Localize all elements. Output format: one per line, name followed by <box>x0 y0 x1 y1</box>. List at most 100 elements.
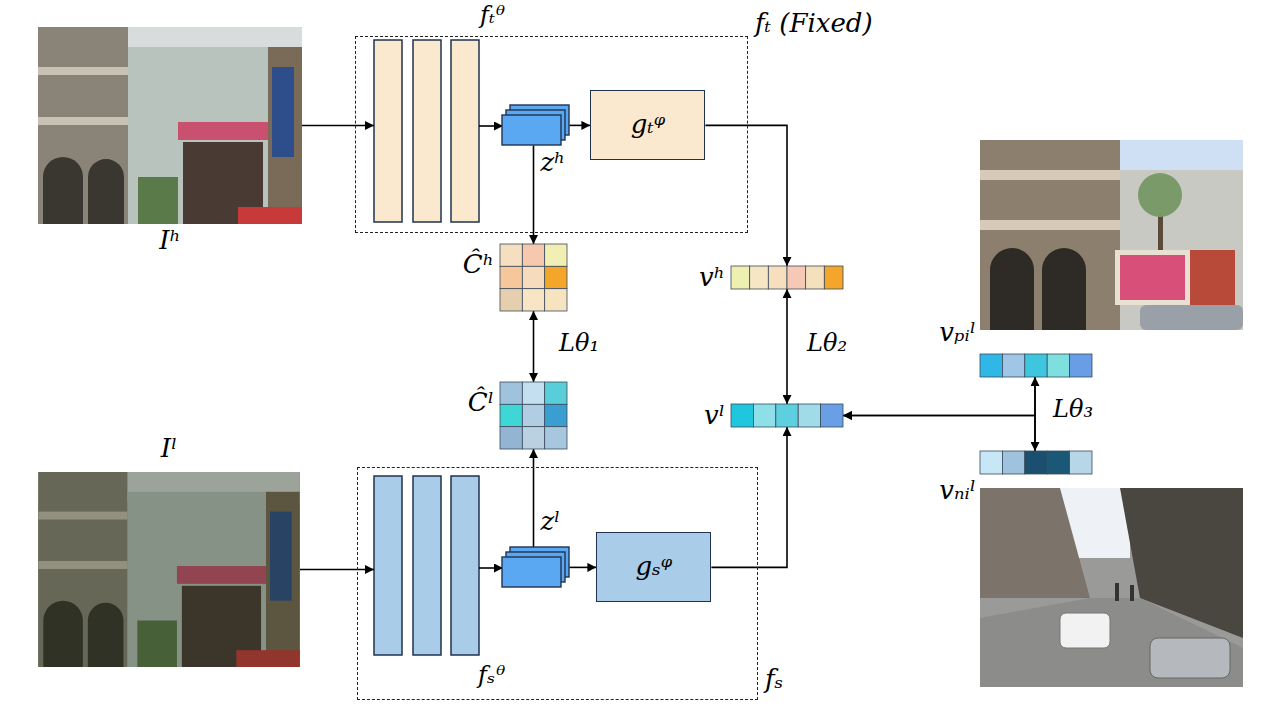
matrix-cell <box>522 244 544 266</box>
photo-ground <box>980 488 1243 687</box>
matrix-cells <box>500 244 567 311</box>
matrix-cells <box>980 451 1092 474</box>
matrix-cell <box>545 382 567 404</box>
connector-arrow <box>302 125 374 127</box>
matrix-node: Ĉʰ <box>500 244 567 311</box>
photo-building <box>980 488 1090 598</box>
node-label: zʰ <box>540 148 565 178</box>
photo-building <box>980 140 1120 330</box>
matrix-cell <box>500 266 522 288</box>
teacher-layer <box>451 40 479 222</box>
matrix-cells <box>500 382 567 449</box>
node-label: gₛᵠ <box>635 552 672 582</box>
loss-label: Lθ₃ <box>1050 396 1096 424</box>
matrix-cell <box>500 427 522 449</box>
photo-car <box>1150 638 1230 678</box>
matrix-cell <box>522 289 544 311</box>
photo-billboard <box>1190 250 1235 310</box>
matrix-cell <box>806 266 825 289</box>
matrix-cell <box>500 289 522 311</box>
photo-arch <box>1042 248 1086 330</box>
matrix-cell <box>1047 451 1069 474</box>
network-label: fₜᶿ <box>480 2 506 30</box>
photo-arch <box>990 248 1034 330</box>
matrix-cells <box>980 354 1092 377</box>
connector-arrow <box>843 416 1035 452</box>
photo-sky <box>1120 140 1243 170</box>
student-layer <box>413 476 441 655</box>
loss-label: Lθ₂ <box>804 330 850 358</box>
photo-balcony <box>980 170 1120 180</box>
matrix-cell <box>522 382 544 404</box>
layer-arrow <box>479 567 503 569</box>
matrix-cell <box>731 404 753 427</box>
matrix-cell <box>545 244 567 266</box>
matrix-cell <box>500 404 522 426</box>
matrix-cell <box>798 404 820 427</box>
connector-arrow <box>533 449 535 547</box>
matrix-cell <box>753 404 775 427</box>
matrix-cell <box>731 266 750 289</box>
matrix-cell <box>776 404 798 427</box>
network-group: fₜ (Fixed)zʰgₜᵠ <box>355 36 748 233</box>
matrix-node: vₚᵢˡ <box>980 354 1092 377</box>
negative-photo <box>980 488 1243 687</box>
photo-person <box>1130 585 1134 601</box>
matrix-cell <box>545 289 567 311</box>
matrix-node: vʰ <box>731 266 843 289</box>
projection-head: gₛᵠ <box>596 532 711 602</box>
connector-arrow <box>569 567 596 569</box>
feature-map <box>502 105 569 145</box>
matrix-cell <box>980 354 1002 377</box>
matrix-cell <box>522 427 544 449</box>
network-group: fₛzˡgₛᵠ <box>357 467 758 700</box>
street-photo <box>38 27 302 224</box>
photo-person <box>1115 583 1119 601</box>
node-label: vʰ <box>699 263 725 293</box>
node-label: Iˡ <box>161 434 178 464</box>
photo-tree <box>1138 173 1182 217</box>
feature-map-channel <box>502 115 561 145</box>
connector-arrow <box>569 125 590 127</box>
node-label: Ĉˡ <box>468 388 494 418</box>
node-label: vₚᵢˡ <box>939 318 976 348</box>
node-label: gₜᵠ <box>631 110 666 140</box>
photo-car <box>1140 305 1243 330</box>
node-label: zˡ <box>540 507 560 537</box>
network-label: fₛᶿ <box>478 662 506 690</box>
matrix-cells <box>731 266 843 289</box>
image-node: Iˡ <box>38 472 300 667</box>
matrix-cell <box>1025 451 1047 474</box>
feature-map <box>502 547 569 587</box>
student-layer <box>374 476 402 655</box>
matrix-cells <box>731 404 843 427</box>
node-label: vₙᵢˡ <box>939 476 976 506</box>
matrix-cell <box>1070 354 1092 377</box>
matrix-cell <box>750 266 769 289</box>
matrix-cell <box>787 266 806 289</box>
matrix-cell <box>980 451 1002 474</box>
feature-map-node: zˡ <box>502 547 569 587</box>
photo-ground <box>980 140 1243 330</box>
connector-arrow <box>533 145 535 244</box>
matrix-cell <box>1070 451 1092 474</box>
matrix-cell <box>545 266 567 288</box>
connector-arrow <box>705 125 787 266</box>
teacher-layer <box>374 40 402 222</box>
positive-photo <box>980 140 1243 330</box>
matrix-cell <box>1025 354 1047 377</box>
photo-billboard <box>1120 255 1185 300</box>
matrix-cell <box>545 404 567 426</box>
projection-head: gₜᵠ <box>590 90 705 160</box>
connector-arrow <box>843 377 1035 416</box>
matrix-cell <box>500 244 522 266</box>
matrix-cell <box>1002 354 1024 377</box>
matrix-cell <box>522 404 544 426</box>
connector-arrow <box>300 569 374 571</box>
matrix-cell <box>522 266 544 288</box>
node-label: Ĉʰ <box>463 250 494 280</box>
photo-billboard <box>1115 250 1190 305</box>
photo-shade <box>38 472 300 667</box>
street-photo <box>38 472 299 667</box>
teacher-layer <box>413 40 441 222</box>
